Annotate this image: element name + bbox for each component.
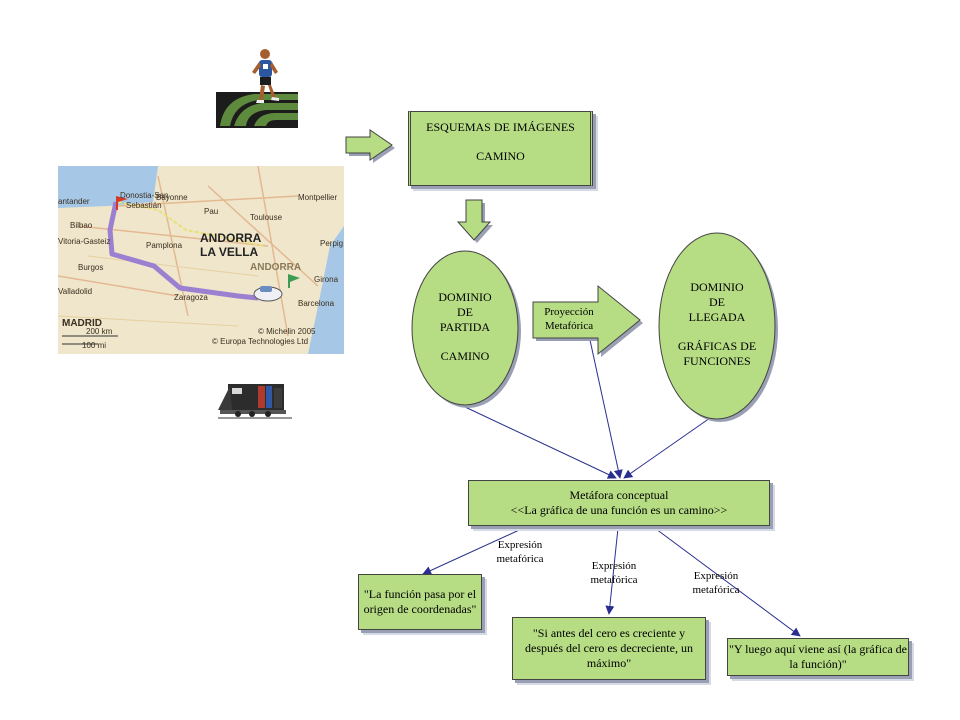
target-domain-line3: LLEGADA [688, 310, 746, 324]
map-label-santander: antander [58, 197, 90, 206]
map-label-pamplona: Pamplona [146, 241, 183, 250]
conceptual-metaphor-box: Metáfora conceptual <<La gráfica de una … [468, 480, 770, 526]
example-1-line2: origen de coordenadas" [363, 602, 477, 616]
map-copyright-2: © Europa Technologies Ltd [212, 337, 308, 346]
edge-projection-to-metaphor [589, 339, 623, 479]
example-1-line1: "La función pasa por el [363, 587, 477, 601]
source-domain-ellipse [411, 250, 521, 408]
metaphor-title: Metáfora conceptual [569, 488, 669, 502]
target-domain-line1: DOMINIO [690, 280, 744, 294]
source-domain-line4: CAMINO [440, 349, 490, 363]
projection-arrow-shape [532, 284, 643, 357]
route-map: antander Donostia-San Sebastián Bayonne … [58, 166, 344, 354]
edge-metaphor-to-example-2 [605, 527, 619, 615]
map-scale-mi: 100 mi [82, 341, 106, 350]
source-domain-line1: DOMINIO [438, 290, 492, 304]
example-2-line1: "Si antes del cero es creciente y [532, 626, 686, 640]
expression-label-2: Expresión metafórica [584, 559, 644, 587]
map-label-toulouse: Toulouse [250, 213, 283, 222]
map-label-barcelona: Barcelona [298, 299, 335, 308]
example-3-line2: la función)" [789, 657, 847, 671]
expression-label-3: Expresión metafórica [686, 569, 746, 597]
map-label-san-sebastian-2: Sebastián [126, 201, 162, 210]
example-box-2: "Si antes del cero es creciente y despué… [512, 617, 706, 680]
map-label-bayonne: Bayonne [156, 193, 188, 202]
map-label-andorra-2: LA VELLA [200, 245, 259, 259]
example-2-line2: después del cero es decreciente, un [525, 641, 693, 655]
edge-source-to-metaphor [445, 397, 617, 479]
target-domain-text: DOMINIO DE LLEGADA GRÁFICAS DE FUNCIONES [660, 280, 774, 369]
expression-label-1-line2: metafórica [496, 553, 544, 565]
example-2-line3: máximo" [586, 656, 632, 670]
target-domain-line2: DE [709, 295, 725, 309]
map-label-girona: Girona [314, 275, 339, 284]
projection-line2: Metafórica [544, 320, 594, 332]
image-schema-title: ESQUEMAS DE IMÁGENES [426, 120, 575, 134]
map-label-zaragoza: Zaragoza [174, 293, 208, 302]
expression-label-3-line1: Expresión [693, 570, 739, 582]
source-domain-line3: PARTIDA [439, 320, 491, 334]
map-label-montpellier: Montpellier [298, 193, 337, 202]
block-arrow-right [345, 129, 395, 163]
car-icon [253, 286, 283, 302]
example-box-1: "La función pasa por el origen de coorde… [358, 574, 482, 630]
block-arrow-down [456, 199, 493, 243]
map-label-madrid: MADRID [62, 318, 102, 329]
map-label-san-sebastian: Donostia-San [120, 191, 168, 200]
map-label-burgos: Burgos [78, 263, 103, 272]
projection-line1: Proyección [544, 306, 594, 318]
image-schema-subtitle: CAMINO [476, 149, 525, 163]
edge-target-to-metaphor [623, 417, 711, 479]
expression-label-1: Expresión metafórica [490, 538, 550, 566]
map-label-andorra-region: ANDORRA [250, 262, 301, 273]
expression-label-2-line2: metafórica [590, 574, 638, 586]
example-box-3: "Y luego aquí viene así (la gráfica de l… [727, 638, 909, 676]
expression-label-1-line1: Expresión [497, 539, 543, 551]
expression-label-3-line2: metafórica [692, 584, 740, 596]
target-domain-line5: FUNCIONES [683, 354, 751, 368]
map-label-vitoria: Vitoria-Gasteiz [58, 237, 110, 246]
target-domain-ellipse [658, 232, 778, 422]
source-domain-text: DOMINIO DE PARTIDA CAMINO [412, 290, 518, 364]
map-label-valladolid: Valladolid [58, 287, 92, 296]
target-domain-line4: GRÁFICAS DE [677, 339, 757, 353]
train-icon [218, 384, 292, 419]
map-copyright-1: © Michelin 2005 [258, 327, 316, 336]
map-label-andorra-1: ANDORRA [200, 231, 262, 245]
edge-metaphor-to-example-3 [651, 525, 801, 637]
metaphor-statement: <<La gráfica de una función es un camino… [510, 503, 728, 517]
expression-label-2-line1: Expresión [591, 560, 637, 572]
map-label-bilbao: Bilbao [70, 221, 93, 230]
map-label-perpignan: Perpig [320, 239, 343, 248]
edge-metaphor-to-example-1 [422, 525, 529, 575]
image-schema-box: ESQUEMAS DE IMÁGENES CAMINO [408, 111, 593, 186]
map-scale-km: 200 km [86, 327, 113, 336]
source-domain-line2: DE [457, 305, 473, 319]
example-3-line1: "Y luego aquí viene así (la gráfica de [728, 642, 908, 656]
map-label-pau: Pau [204, 207, 218, 216]
runner-icon [216, 49, 298, 128]
projection-label: Proyección Metafórica [536, 305, 602, 333]
